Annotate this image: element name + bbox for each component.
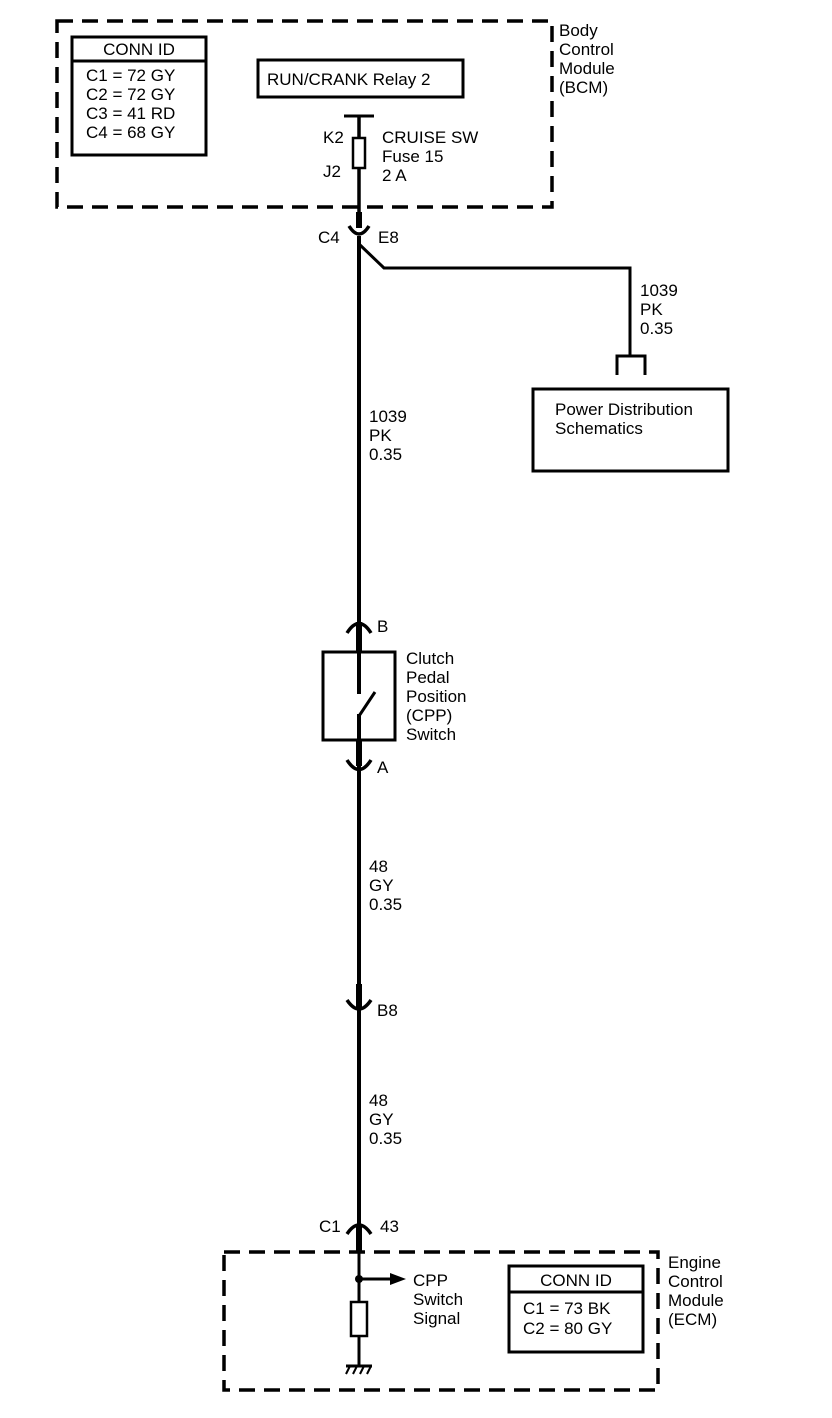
cruise-sw-fuse [344,114,374,214]
ecm-label: Engine Control Module (ECM) [668,1253,729,1329]
power-distribution-tab [615,354,647,375]
fuse-icon [351,136,367,170]
cpp-signal-label: CPP Switch Signal [413,1271,468,1328]
ecm-conn-id-title: CONN ID [540,1271,612,1290]
cpp-connector-b [345,621,373,652]
bcm-dashed-border [55,19,554,209]
ecm-conn-id-row: C1 = 73 BK [523,1299,611,1318]
ecm-conn-id-table: CONN ID C1 = 73 BK C2 = 80 GY [507,1264,645,1354]
branch-wire-label: 1039 PK 0.35 [640,281,683,338]
ecm-connector-c1 [345,1223,373,1252]
cpp-connector-a [345,740,373,772]
bcm-conn-id-row: C2 = 72 GY [86,85,175,104]
bcm-conn-id-table: CONN ID C1 = 72 GY C2 = 72 GY C3 = 41 RD… [70,35,208,157]
run-crank-relay-label: RUN/CRANK Relay 2 [267,70,430,89]
ecm-dashed-border [222,1250,660,1392]
bcm-label: Body Control Module (BCM) [559,21,620,97]
cpp-pin-a: A [377,758,389,777]
bcm-conn-id-row: C4 = 68 GY [86,123,175,142]
fuse-pin-bottom: J2 [323,162,341,181]
inline-connector-pin: B8 [377,1001,398,1020]
switch-contact-icon [357,691,377,717]
run-crank-relay-box [256,58,465,99]
power-distribution-box [531,387,730,473]
ecm-conn-id-row: C2 = 80 GY [523,1319,612,1338]
ground-icon [345,1364,372,1375]
connector-cup-icon [347,225,371,236]
fuse-label: CRUISE SW Fuse 15 2 A [382,128,483,185]
cpp-pin-b: B [377,617,388,636]
ecm-connector-id: C1 [319,1217,341,1236]
bcm-connector-c4 [347,212,371,236]
bcm-module: Body Control Module (BCM) CONN ID C1 = 7… [55,19,620,214]
wire-1039-label: 1039 PK 0.35 [369,407,412,464]
bcm-connector-id: C4 [318,228,340,247]
cpp-switch-label: Clutch Pedal Position (CPP) Switch [406,649,471,744]
wire-48-upper-label: 48 GY 0.35 [369,857,402,914]
bcm-conn-id-title: CONN ID [103,40,175,59]
branch-wire [357,242,632,356]
fuse-pin-top: K2 [323,128,344,147]
ecm-module: Engine Control Module (ECM) CPP Switch S… [222,1250,729,1392]
resistor-icon [349,1300,369,1338]
bcm-conn-id-row: C3 = 41 RD [86,104,175,123]
bcm-connector-pin: E8 [378,228,399,247]
wire-48-lower-label: 48 GY 0.35 [369,1091,402,1148]
ecm-connector-pin: 43 [380,1217,399,1236]
power-distribution-label: Power Distribution Schematics [555,400,698,438]
signal-arrow-icon [390,1273,406,1285]
bcm-conn-id-row: C1 = 72 GY [86,66,175,85]
inline-connector-b8 [345,984,373,1011]
